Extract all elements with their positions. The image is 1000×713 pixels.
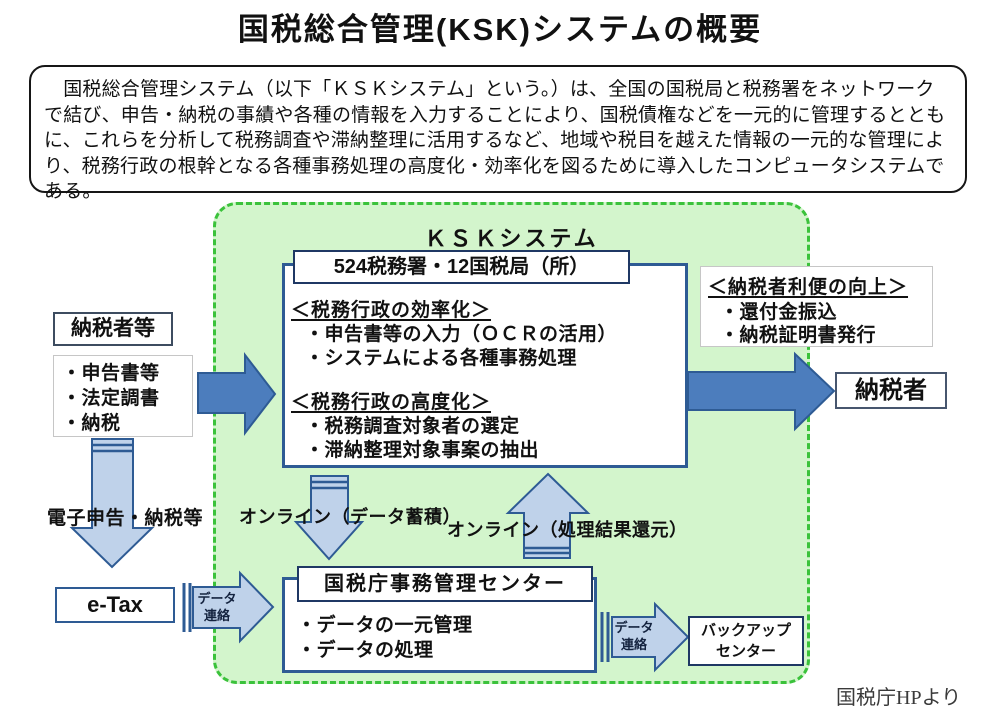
efficiency-item: ・システムによる各種事務処理 xyxy=(305,348,577,369)
taxpayer-inputs-box: ・申告書等 ・法定調書 ・納税 xyxy=(53,355,193,437)
online-store-label: オンライン（データ蓄積） xyxy=(239,507,461,527)
tax-office-header: 524税務署・12国税局（所） xyxy=(293,250,630,284)
taxpayer-source-box: 納税者等 xyxy=(53,312,173,346)
datalink-line: 連絡 xyxy=(620,637,647,652)
page-title: 国税総合管理(KSK)システムの概要 xyxy=(237,12,763,47)
input-item: ・申告書等 xyxy=(62,363,160,384)
datalink-line: データ xyxy=(197,591,237,606)
benefit-heading: ＜納税者利便の向上＞ xyxy=(708,277,909,298)
taxpayer-benefit-box xyxy=(700,266,933,347)
admin-center-item: ・データの一元管理 xyxy=(297,615,473,636)
benefit-item: ・納税証明書発行 xyxy=(720,325,877,346)
source-caption: 国税庁HPより xyxy=(836,687,962,709)
description-box: 国税総合管理システム（以下「ＫＳＫシステム」という。）は、全国の国税局と税務署を… xyxy=(29,65,967,202)
taxpayer-result-box: 納税者 xyxy=(835,372,947,409)
efficiency-item: ・申告書等の入力（ＯＣＲの活用） xyxy=(305,324,618,345)
backup-center-line2: センター xyxy=(715,643,776,660)
datalink-line: 連絡 xyxy=(203,608,230,623)
admin-center-item: ・データの処理 xyxy=(297,640,434,661)
etax-arrow-label: 電子申告・納税等 xyxy=(47,508,204,529)
description-text: 国税総合管理システム（以下「ＫＳＫシステム」という。）は、全国の国税局と税務署を… xyxy=(44,79,946,203)
advancement-item: ・滞納整理対象事案の抽出 xyxy=(305,440,540,461)
efficiency-heading: ＜税務行政の効率化＞ xyxy=(291,300,492,321)
ksk-system-title: ＫＳＫシステム xyxy=(424,226,599,251)
admin-center-header: 国税庁事務管理センター xyxy=(297,566,593,602)
online-return-label: オンライン（処理結果還元） xyxy=(447,520,688,540)
advancement-heading: ＜税務行政の高度化＞ xyxy=(291,392,492,413)
input-item: ・法定調書 xyxy=(62,388,160,409)
etax-box: e-Tax xyxy=(55,587,175,623)
tax-office-box xyxy=(282,263,688,468)
backup-datalink-label: データ 連絡 xyxy=(610,619,658,653)
input-item: ・納税 xyxy=(62,413,121,434)
backup-center-line1: バックアップ xyxy=(700,622,791,639)
datalink-line: データ xyxy=(614,620,654,635)
benefit-item: ・還付金振込 xyxy=(720,302,838,323)
etax-datalink-label: データ 連絡 xyxy=(193,590,241,624)
advancement-item: ・税務調査対象者の選定 xyxy=(305,416,520,437)
backup-center-box: バックアップ センター xyxy=(688,616,804,666)
